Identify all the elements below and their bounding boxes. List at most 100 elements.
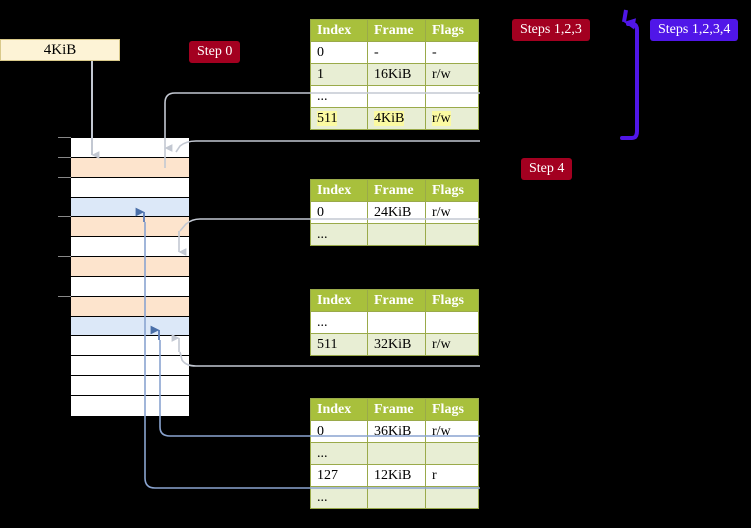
cell-value: r/w bbox=[432, 204, 451, 220]
memory-frame-row bbox=[71, 257, 189, 277]
table-cell-index: ... bbox=[310, 311, 368, 334]
memory-frame-row bbox=[71, 217, 189, 238]
table-row: ... bbox=[310, 486, 479, 509]
memory-frame-row bbox=[71, 296, 189, 317]
cell-value: ... bbox=[317, 314, 328, 330]
table-row: 0 - - bbox=[310, 41, 479, 64]
column-header-index: Index bbox=[310, 19, 368, 42]
table-cell-flags bbox=[425, 486, 479, 509]
table-cell-frame: 36KiB bbox=[367, 420, 426, 443]
badge-step-4: Step 4 bbox=[521, 158, 573, 180]
table-cell-frame bbox=[367, 311, 426, 334]
table-row: ... bbox=[310, 311, 479, 334]
column-header-frame: Frame bbox=[367, 19, 426, 42]
table-cell-frame bbox=[367, 486, 426, 509]
cell-value: - bbox=[374, 44, 379, 60]
badge-step-4-label: Step 4 bbox=[529, 161, 565, 176]
table-cell-frame: - bbox=[367, 41, 426, 64]
badge-steps-1-2-3-4: Steps 1,2,3,4 bbox=[650, 19, 739, 41]
column-header-index: Index bbox=[310, 179, 368, 202]
table-cell-frame: 4KiB bbox=[367, 107, 426, 130]
table-cell-index: 0 bbox=[310, 201, 368, 224]
cell-value: 36KiB bbox=[374, 423, 412, 439]
memory-frame-row bbox=[71, 336, 189, 357]
column-header-flags: Flags bbox=[425, 398, 479, 421]
cell-value: 24KiB bbox=[374, 204, 412, 220]
memory-frame-row bbox=[71, 197, 189, 218]
memory-frame-row bbox=[71, 395, 189, 416]
table-cell-flags bbox=[425, 223, 479, 246]
table-cell-flags bbox=[425, 85, 479, 108]
memory-frame-row bbox=[71, 316, 189, 337]
memory-frame-tick bbox=[58, 176, 71, 178]
cell-value: r/w bbox=[432, 423, 451, 439]
column-header-flags: Flags bbox=[425, 179, 479, 202]
cell-value: 0 bbox=[317, 204, 324, 220]
table-cell-flags: r/w bbox=[425, 107, 479, 130]
memory-frame-row bbox=[71, 138, 189, 158]
connector-table1-row511-to-memory bbox=[175, 140, 480, 153]
table-cell-index: 511 bbox=[310, 333, 368, 356]
table-cell-index: 511 bbox=[310, 107, 368, 130]
cell-value: 4KiB bbox=[374, 110, 405, 126]
table-cell-flags: r/w bbox=[425, 333, 479, 356]
table-cell-frame bbox=[367, 223, 426, 246]
cell-value: r/w bbox=[432, 110, 451, 126]
column-header-index: Index bbox=[310, 289, 368, 312]
table-cell-frame bbox=[367, 442, 426, 465]
table-cell-index: ... bbox=[310, 85, 368, 108]
table-row: 0 24KiB r/w bbox=[310, 201, 479, 224]
table-cell-flags: r/w bbox=[425, 420, 479, 443]
table-cell-frame bbox=[367, 85, 426, 108]
arrow-steps-bracket bbox=[620, 9, 639, 140]
cell-value: ... bbox=[317, 489, 328, 505]
table-cell-frame: 24KiB bbox=[367, 201, 426, 224]
cell-value: r bbox=[432, 467, 437, 483]
virtual-page-label: 4KiB bbox=[43, 41, 77, 58]
table-row: ... bbox=[310, 442, 479, 465]
table-row: 511 32KiB r/w bbox=[310, 333, 479, 356]
table-row: 0 36KiB r/w bbox=[310, 420, 479, 443]
table-cell-index: ... bbox=[310, 442, 368, 465]
table-cell-index: 127 bbox=[310, 464, 368, 487]
column-header-index: Index bbox=[310, 398, 368, 421]
table-cell-frame: 12KiB bbox=[367, 464, 426, 487]
cell-value: 32KiB bbox=[374, 336, 412, 352]
cell-value: r/w bbox=[432, 66, 451, 82]
column-header-frame: Frame bbox=[367, 289, 426, 312]
cell-value: - bbox=[432, 44, 437, 60]
memory-frame-tick bbox=[58, 216, 71, 218]
cell-value: 0 bbox=[317, 423, 324, 439]
table-row: 511 4KiB r/w bbox=[310, 107, 479, 130]
table-cell-index: 0 bbox=[310, 41, 368, 64]
cell-value: ... bbox=[317, 445, 328, 461]
cell-value: ... bbox=[317, 88, 328, 104]
physical-memory-column bbox=[70, 137, 190, 416]
memory-frame-tick bbox=[58, 137, 71, 138]
badge-steps-1-2-3-label: Steps 1,2,3 bbox=[520, 22, 582, 37]
table-cell-index: ... bbox=[310, 223, 368, 246]
table-cell-index: 0 bbox=[310, 420, 368, 443]
memory-frame-row bbox=[71, 157, 189, 178]
table-cell-flags: - bbox=[425, 41, 479, 64]
virtual-page-4kib-box: 4KiB bbox=[0, 39, 120, 61]
memory-frame-row bbox=[71, 177, 189, 198]
memory-frame-row bbox=[71, 237, 189, 258]
table-cell-flags: r/w bbox=[425, 201, 479, 224]
memory-frame-tick bbox=[58, 256, 71, 258]
table-cell-index: 1 bbox=[310, 63, 368, 86]
table-cell-flags: r bbox=[425, 464, 479, 487]
table-cell-frame: 16KiB bbox=[367, 63, 426, 86]
table-cell-index: ... bbox=[310, 486, 368, 509]
cell-value: 0 bbox=[317, 44, 324, 60]
cell-value: 511 bbox=[317, 336, 338, 352]
badge-steps-1-2-3: Steps 1,2,3 bbox=[512, 19, 590, 41]
